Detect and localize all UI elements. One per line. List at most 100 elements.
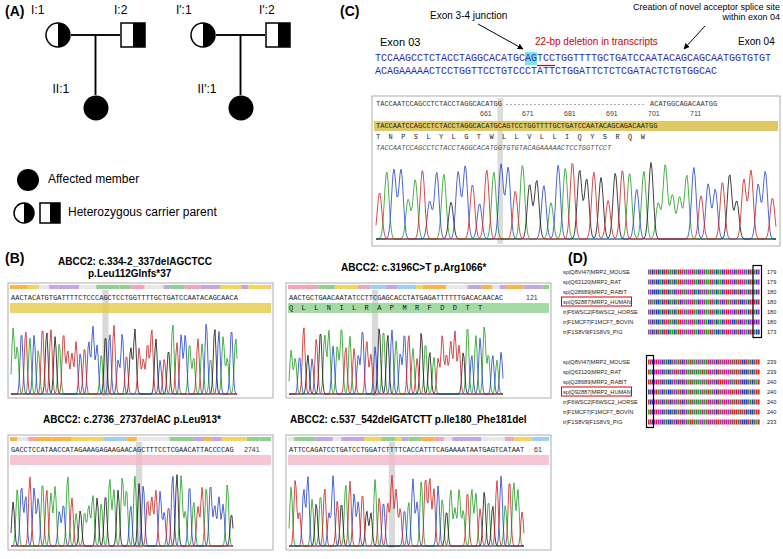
track-segment [155, 285, 163, 289]
residue-mark [704, 290, 706, 295]
residue-mark [678, 290, 680, 295]
residue-mark [688, 400, 690, 405]
residue-mark [746, 280, 748, 285]
residue-mark [724, 420, 726, 425]
residue-mark [756, 330, 758, 335]
residue-mark [732, 390, 734, 395]
residue-mark [686, 370, 688, 375]
residue-mark [694, 410, 696, 415]
residue-mark [722, 420, 724, 425]
track-segment [294, 437, 315, 441]
residue-mark [696, 290, 698, 295]
residue-mark [658, 310, 660, 315]
residue-number: 239 [767, 368, 776, 376]
residue-mark [726, 330, 728, 335]
residue-mark [758, 390, 760, 395]
feature-bar [288, 303, 549, 313]
residue-mark [674, 400, 676, 405]
residue-mark [734, 360, 736, 365]
residue-mark [748, 370, 750, 375]
residue-mark [734, 330, 736, 335]
residue-mark [654, 390, 656, 395]
residue-mark [690, 320, 692, 325]
carrier-fill [203, 23, 215, 47]
residue-mark [658, 330, 660, 335]
residue-mark [698, 380, 700, 385]
residue-mark [690, 410, 692, 415]
residue-mark [698, 400, 700, 405]
residue-mark [652, 270, 654, 275]
track-segment [229, 437, 247, 441]
residue-mark [678, 270, 680, 275]
residue-mark [664, 400, 666, 405]
residue-mark [736, 330, 738, 335]
residue-mark [690, 370, 692, 375]
residue-mark [694, 390, 696, 395]
residue-mark [690, 290, 692, 295]
residue-mark [688, 330, 690, 335]
residue-mark [734, 300, 736, 305]
residue-mark [672, 310, 674, 315]
residue-mark [718, 420, 720, 425]
residue-mark [742, 290, 744, 295]
residue-mark [738, 270, 740, 275]
residue-mark [726, 290, 728, 295]
residue-mark [716, 380, 718, 385]
annotation-note: Exon 3-4 junction [430, 10, 507, 22]
residue-mark [702, 280, 704, 285]
residue-mark [756, 420, 758, 425]
residue-mark [708, 420, 710, 425]
residue-mark [720, 270, 722, 275]
residue-mark [674, 270, 676, 275]
residue-mark [664, 320, 666, 325]
residue-mark [672, 300, 674, 305]
carrier-symbol [40, 203, 60, 223]
residue-mark [728, 390, 730, 395]
residue-mark [720, 290, 722, 295]
feature-bar [10, 455, 271, 465]
symbol-shape [228, 95, 254, 121]
track-segment [386, 285, 397, 289]
residue-mark [758, 370, 760, 375]
track-segment [523, 285, 542, 289]
residue-mark [694, 270, 696, 275]
residue-mark [742, 320, 744, 325]
residue-number: 240 [767, 408, 776, 416]
residue-mark [754, 420, 756, 425]
residue-mark [736, 410, 738, 415]
pedigree-line [216, 35, 241, 95]
sequence-name: tr|F1MCF7|F1MCF7_BOVIN [563, 318, 633, 326]
track-segment [79, 285, 96, 289]
residue-mark [658, 420, 660, 425]
residue-mark [728, 410, 730, 415]
sequence-name: tr|F6WSC2|F6WSC2_HORSE [563, 398, 638, 406]
residue-mark [710, 380, 712, 385]
residue-mark [706, 290, 708, 295]
residue-mark [670, 410, 672, 415]
track-segment [126, 437, 136, 441]
residue-mark [720, 410, 722, 415]
residue-mark [740, 370, 742, 375]
residue-mark [710, 370, 712, 375]
track-segment [36, 437, 52, 441]
residue-mark [746, 390, 748, 395]
residue-mark [720, 360, 722, 365]
residue-mark [682, 410, 684, 415]
residue-mark [670, 280, 672, 285]
residue-mark [672, 410, 674, 415]
residue-mark [752, 380, 754, 385]
residue-mark [662, 310, 664, 315]
residue-mark [654, 370, 656, 375]
track-segment [204, 437, 212, 441]
residue-mark [650, 370, 652, 375]
track-segment [193, 437, 204, 441]
residue-mark [730, 410, 732, 415]
chromatogram-trace [11, 475, 233, 546]
residue-mark [668, 390, 670, 395]
individual-id: I′:1 [176, 4, 192, 18]
residue-mark [670, 300, 672, 305]
chromatogram-trace [11, 324, 237, 394]
mutation-title: ABCC2: c.2736_2737delAC p.Leu913* [43, 414, 221, 426]
residue-mark [700, 410, 702, 415]
